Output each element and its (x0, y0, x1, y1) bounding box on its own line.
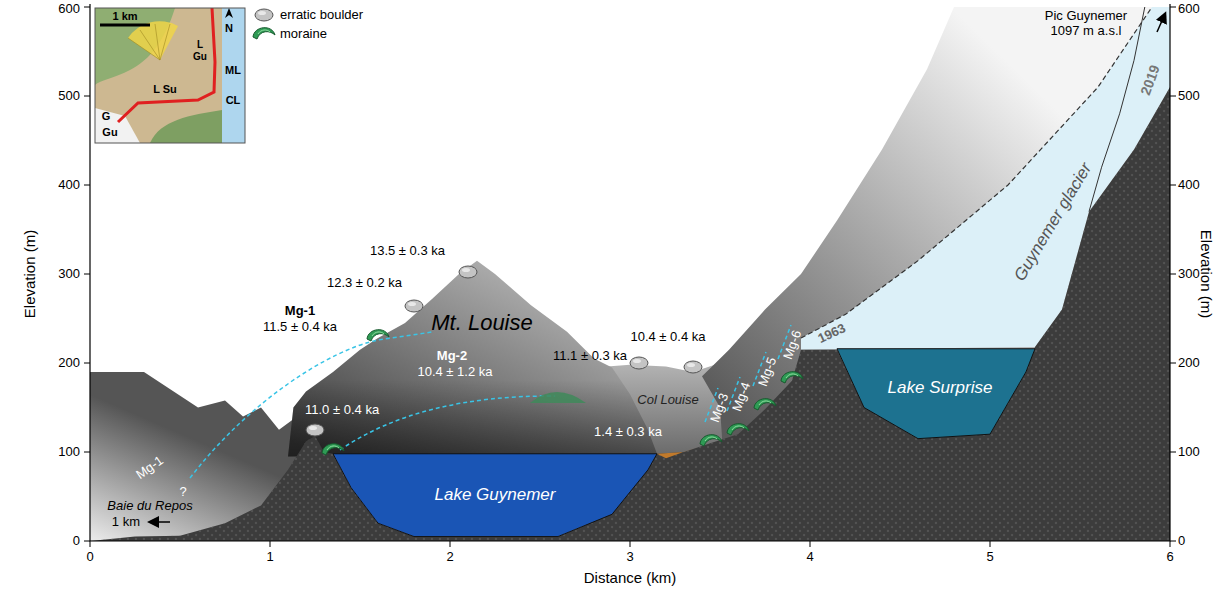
age-label: 10.4 ± 0.4 ka (630, 330, 705, 345)
lake-guynemer-water (333, 454, 657, 537)
age-label: 11.5 ± 0.4 ka (263, 320, 337, 335)
bedrock-texture (90, 87, 1170, 541)
tick-label: 2 (446, 550, 453, 565)
drawing-part (95, 8, 245, 143)
tick-label: 200 (58, 356, 80, 371)
place-label: Mt. Louise (431, 310, 533, 335)
lake: Lake Guynemer (429, 483, 562, 507)
tick-label: 0 (1178, 534, 1185, 549)
axis-title: Elevation (m) (1197, 230, 1214, 318)
tick-label: 5 (986, 550, 993, 565)
boulder-symbol (630, 357, 648, 369)
bedrock (90, 87, 1170, 541)
age-label: 12.3 ± 0.2 ka (327, 276, 402, 291)
legend-moraine-icon (253, 28, 275, 39)
legend-boulder-icon (255, 9, 273, 21)
boulder-symbol (306, 424, 324, 436)
map-label: ML (225, 64, 241, 77)
age-label: 10.4 ± 1.2 ka (417, 365, 492, 380)
drawing-part (95, 8, 245, 143)
tick-label: 1 (266, 550, 273, 565)
tick-label: 400 (1178, 178, 1200, 193)
moraine-symbol (754, 399, 776, 410)
age-label: 1.4 ± 0.3 ka (594, 425, 662, 440)
age-label: 13.5 ± 0.3 ka (370, 244, 445, 259)
legend-text: moraine (280, 26, 327, 41)
map-label: 1 km (112, 10, 137, 23)
distance-label: 1 km (112, 515, 140, 530)
lake: Lake Surprise (882, 376, 999, 400)
moraine-label: Mg-2 (437, 349, 467, 364)
drawing-part (90, 7, 1170, 541)
tick-label: 600 (58, 2, 80, 17)
drawing-part (190, 332, 432, 478)
tick-label: 0 (86, 550, 93, 565)
moraine-mound (530, 392, 586, 403)
drawing-part (95, 108, 140, 143)
drawing-part (222, 8, 245, 143)
age-label: 11.0 ± 0.4 ka (305, 403, 379, 418)
legend-text: erratic boulder (280, 7, 363, 22)
moraine-symbol (367, 330, 389, 341)
tick-label: 600 (1178, 2, 1200, 17)
lake-surprise-water (837, 349, 1035, 439)
location-map (95, 8, 245, 143)
axis-title: Elevation (m) (21, 230, 38, 318)
legend-entry: moraine (280, 27, 327, 42)
place-label: Baie du Repos (107, 499, 192, 514)
sediment (657, 447, 698, 459)
map-label: Gu (102, 126, 117, 139)
tick-label: 500 (1178, 89, 1200, 104)
tick-label: 300 (1178, 267, 1200, 282)
tick-label: 500 (58, 89, 80, 104)
moraine-label: Mg-1 (285, 304, 315, 319)
age-label: 11.1 ± 0.3 ka (553, 349, 627, 364)
boulder-symbol (459, 266, 477, 278)
tick-label: 400 (58, 178, 80, 193)
tick-label: 4 (806, 550, 813, 565)
boulder-symbol (684, 361, 702, 373)
axes (90, 4, 1170, 541)
moraine-symbol (322, 444, 344, 455)
tick-label: 100 (1178, 445, 1200, 460)
direction-arrow (1157, 14, 1165, 32)
axis-title: Distance (km) (584, 569, 677, 586)
tick-label: 0 (73, 534, 80, 549)
map-label: CL (226, 94, 241, 107)
boulder-symbol (405, 300, 423, 312)
tick-label: 3 (626, 550, 633, 565)
peak-label: Pic Guynemer 1097 m a.s.l (1031, 9, 1141, 39)
tick-label: 100 (58, 445, 80, 460)
lake-name: Lake Surprise (888, 378, 993, 398)
drawing-part (128, 24, 170, 60)
drawing-part (225, 8, 233, 18)
drawing-part (128, 21, 178, 60)
moraine-symbol (700, 435, 722, 446)
lake-name: Lake Guynemer (435, 485, 556, 505)
map-label: L Gu (191, 39, 209, 62)
drawing-part (100, 24, 150, 27)
legend-entry: erratic boulder (280, 8, 363, 23)
map-label: N (225, 22, 233, 35)
moraine-symbol (727, 424, 749, 435)
axis-ticks (84, 7, 1176, 547)
tick-label: 200 (1178, 356, 1200, 371)
map-label: L Su (153, 83, 177, 96)
map-label: G (102, 110, 111, 123)
drawing-part (150, 110, 222, 143)
direction-arrow (150, 521, 170, 523)
moraine-symbol (781, 372, 803, 383)
moraine-correlation-lines (190, 325, 791, 478)
place-label: Col Louise (637, 393, 698, 408)
tick-label: 300 (58, 267, 80, 282)
tick-label: 6 (1166, 550, 1173, 565)
query-mark: ? (179, 485, 186, 500)
